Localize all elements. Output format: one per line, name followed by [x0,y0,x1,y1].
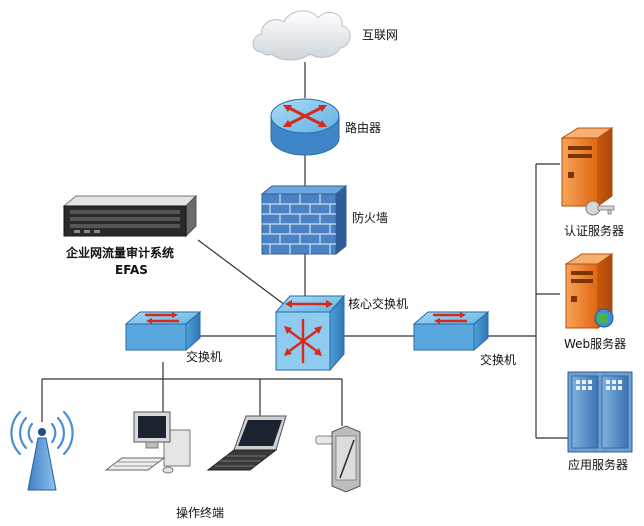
router-label: 路由器 [345,121,382,135]
firewall-label: 防火墙 [352,211,389,225]
left-switch-label: 交换机 [186,350,223,364]
key-icon [585,200,615,216]
cloud-icon [252,10,351,61]
core-switch-label: 核心交换机 [348,297,409,311]
terminals-label: 操作终端 [176,506,225,520]
connection-lines [41,62,568,439]
laptop-icon [206,415,287,471]
globe-icon [594,308,614,328]
tablet-icon [315,425,361,493]
auth-server-label: 认证服务器 [564,224,625,238]
firewall-icon [260,184,348,256]
rack-server-icon [62,194,198,238]
server-globe-icon [564,253,614,329]
app-server-label: 应用服务器 [568,458,629,472]
internet-label: 互联网 [362,28,399,42]
switch-icon-right [412,310,490,352]
desktop-computer-icon [104,411,191,474]
audit-system-label: 企业网流量审计系统 [66,246,175,260]
router-icon [270,98,340,156]
audit-system-sublabel: EFAS [115,263,148,277]
server-key-icon [560,127,615,216]
core-switch-icon [274,294,346,372]
switch-icon-left [124,310,202,352]
server-blade-icon [567,371,633,453]
link-audit-core [197,239,286,306]
right-switch-label: 交换机 [480,353,517,367]
web-server-label: Web服务器 [564,337,627,351]
wifi-antenna-icon [10,410,74,491]
